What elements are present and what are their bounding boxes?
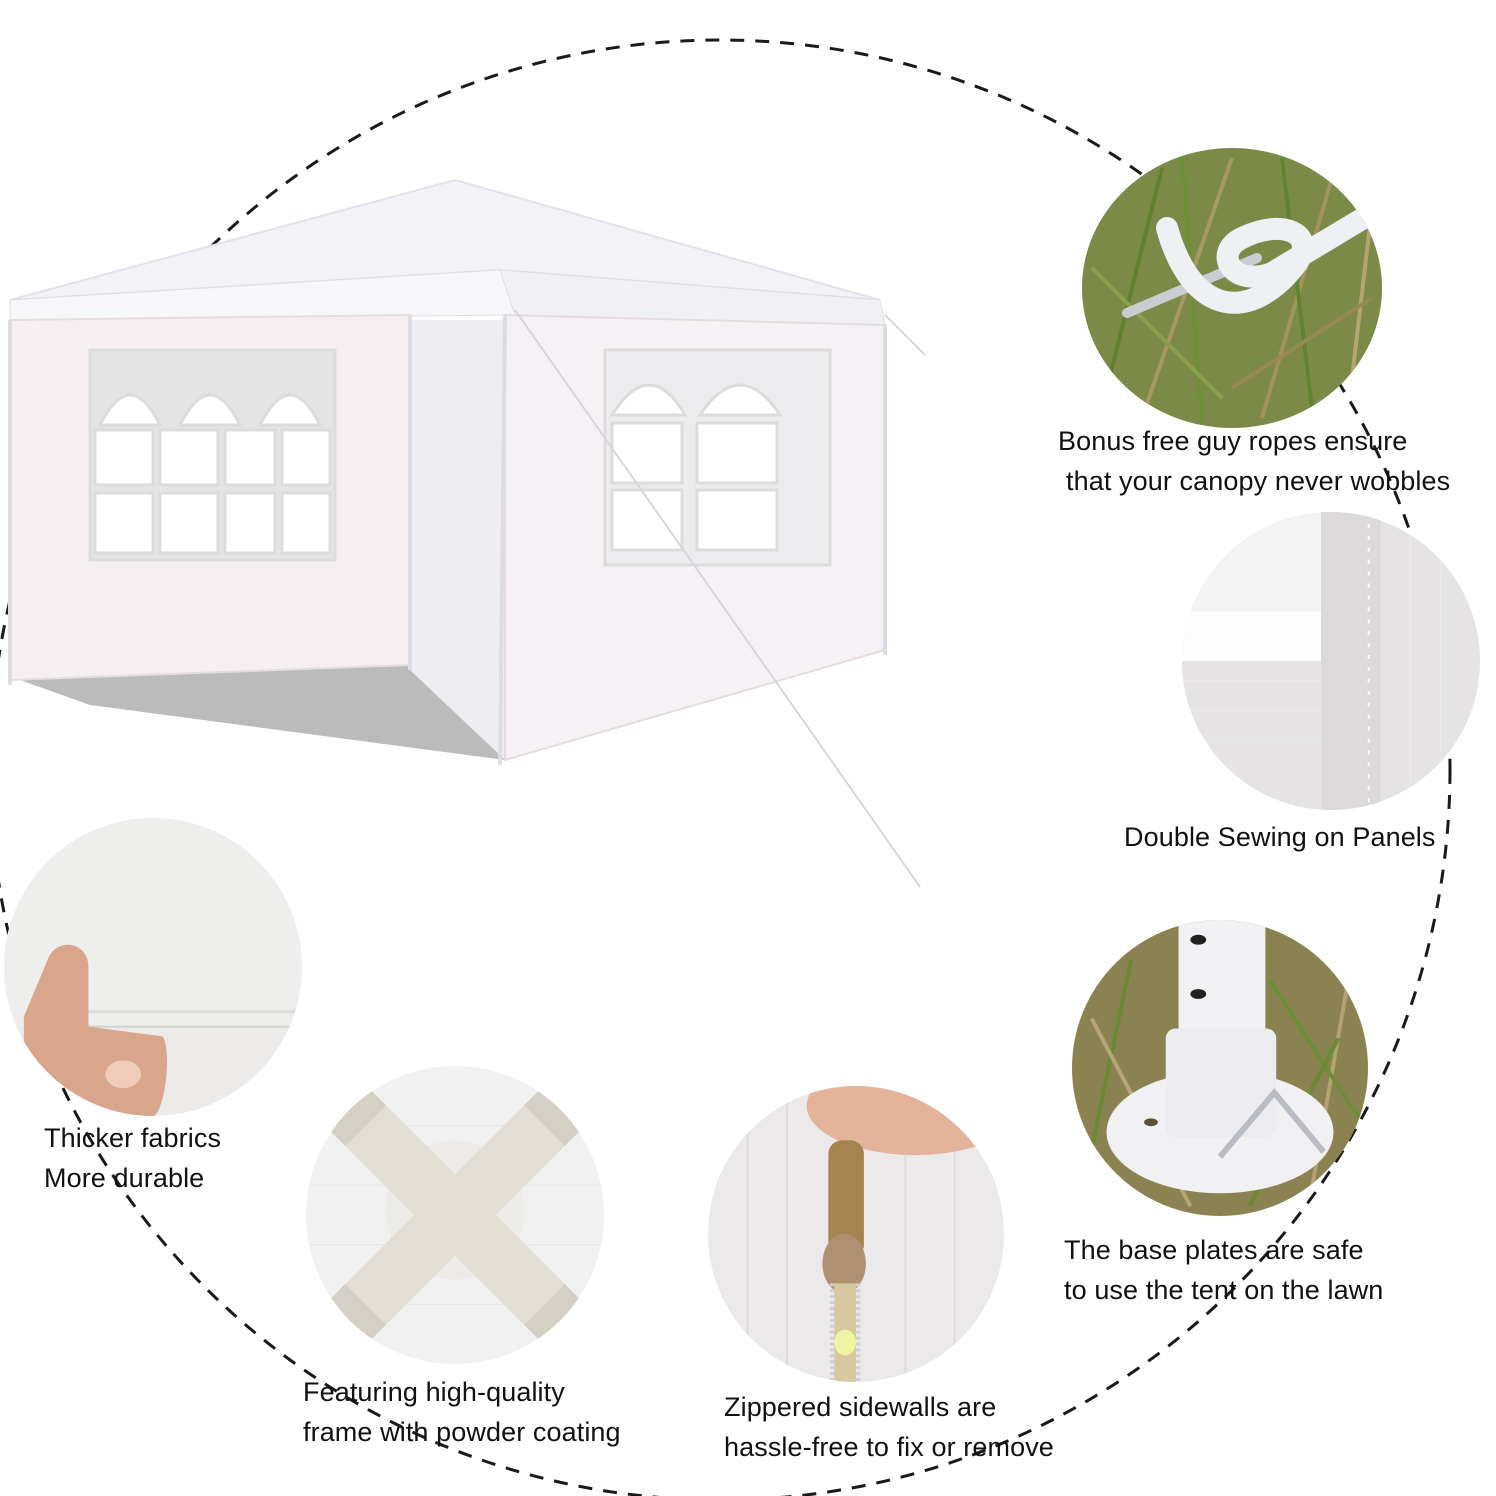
zipper-photo [708, 1086, 1004, 1382]
guy-rope-photo [1082, 148, 1382, 428]
thicker-fabrics-caption: Thicker fabrics More durable [44, 1123, 222, 1193]
fabric-photo [4, 818, 302, 1116]
frame-connector-photo [306, 1066, 604, 1364]
panel-seam-photo [1182, 512, 1480, 810]
base-plates-caption: The base plates are safe to use the tent… [1064, 1235, 1384, 1305]
double-sewing-caption: Double Sewing on Panels [1124, 822, 1436, 852]
guy-ropes-caption: Bonus free guy ropes ensure that your ca… [1058, 426, 1451, 496]
base-plate-photo [1072, 920, 1368, 1216]
zippered-sidewalls-caption: Zippered sidewalls are hassle-free to fi… [724, 1392, 1054, 1462]
frame-caption: Featuring high-quality frame with powder… [303, 1377, 621, 1447]
tent-image [0, 175, 940, 895]
